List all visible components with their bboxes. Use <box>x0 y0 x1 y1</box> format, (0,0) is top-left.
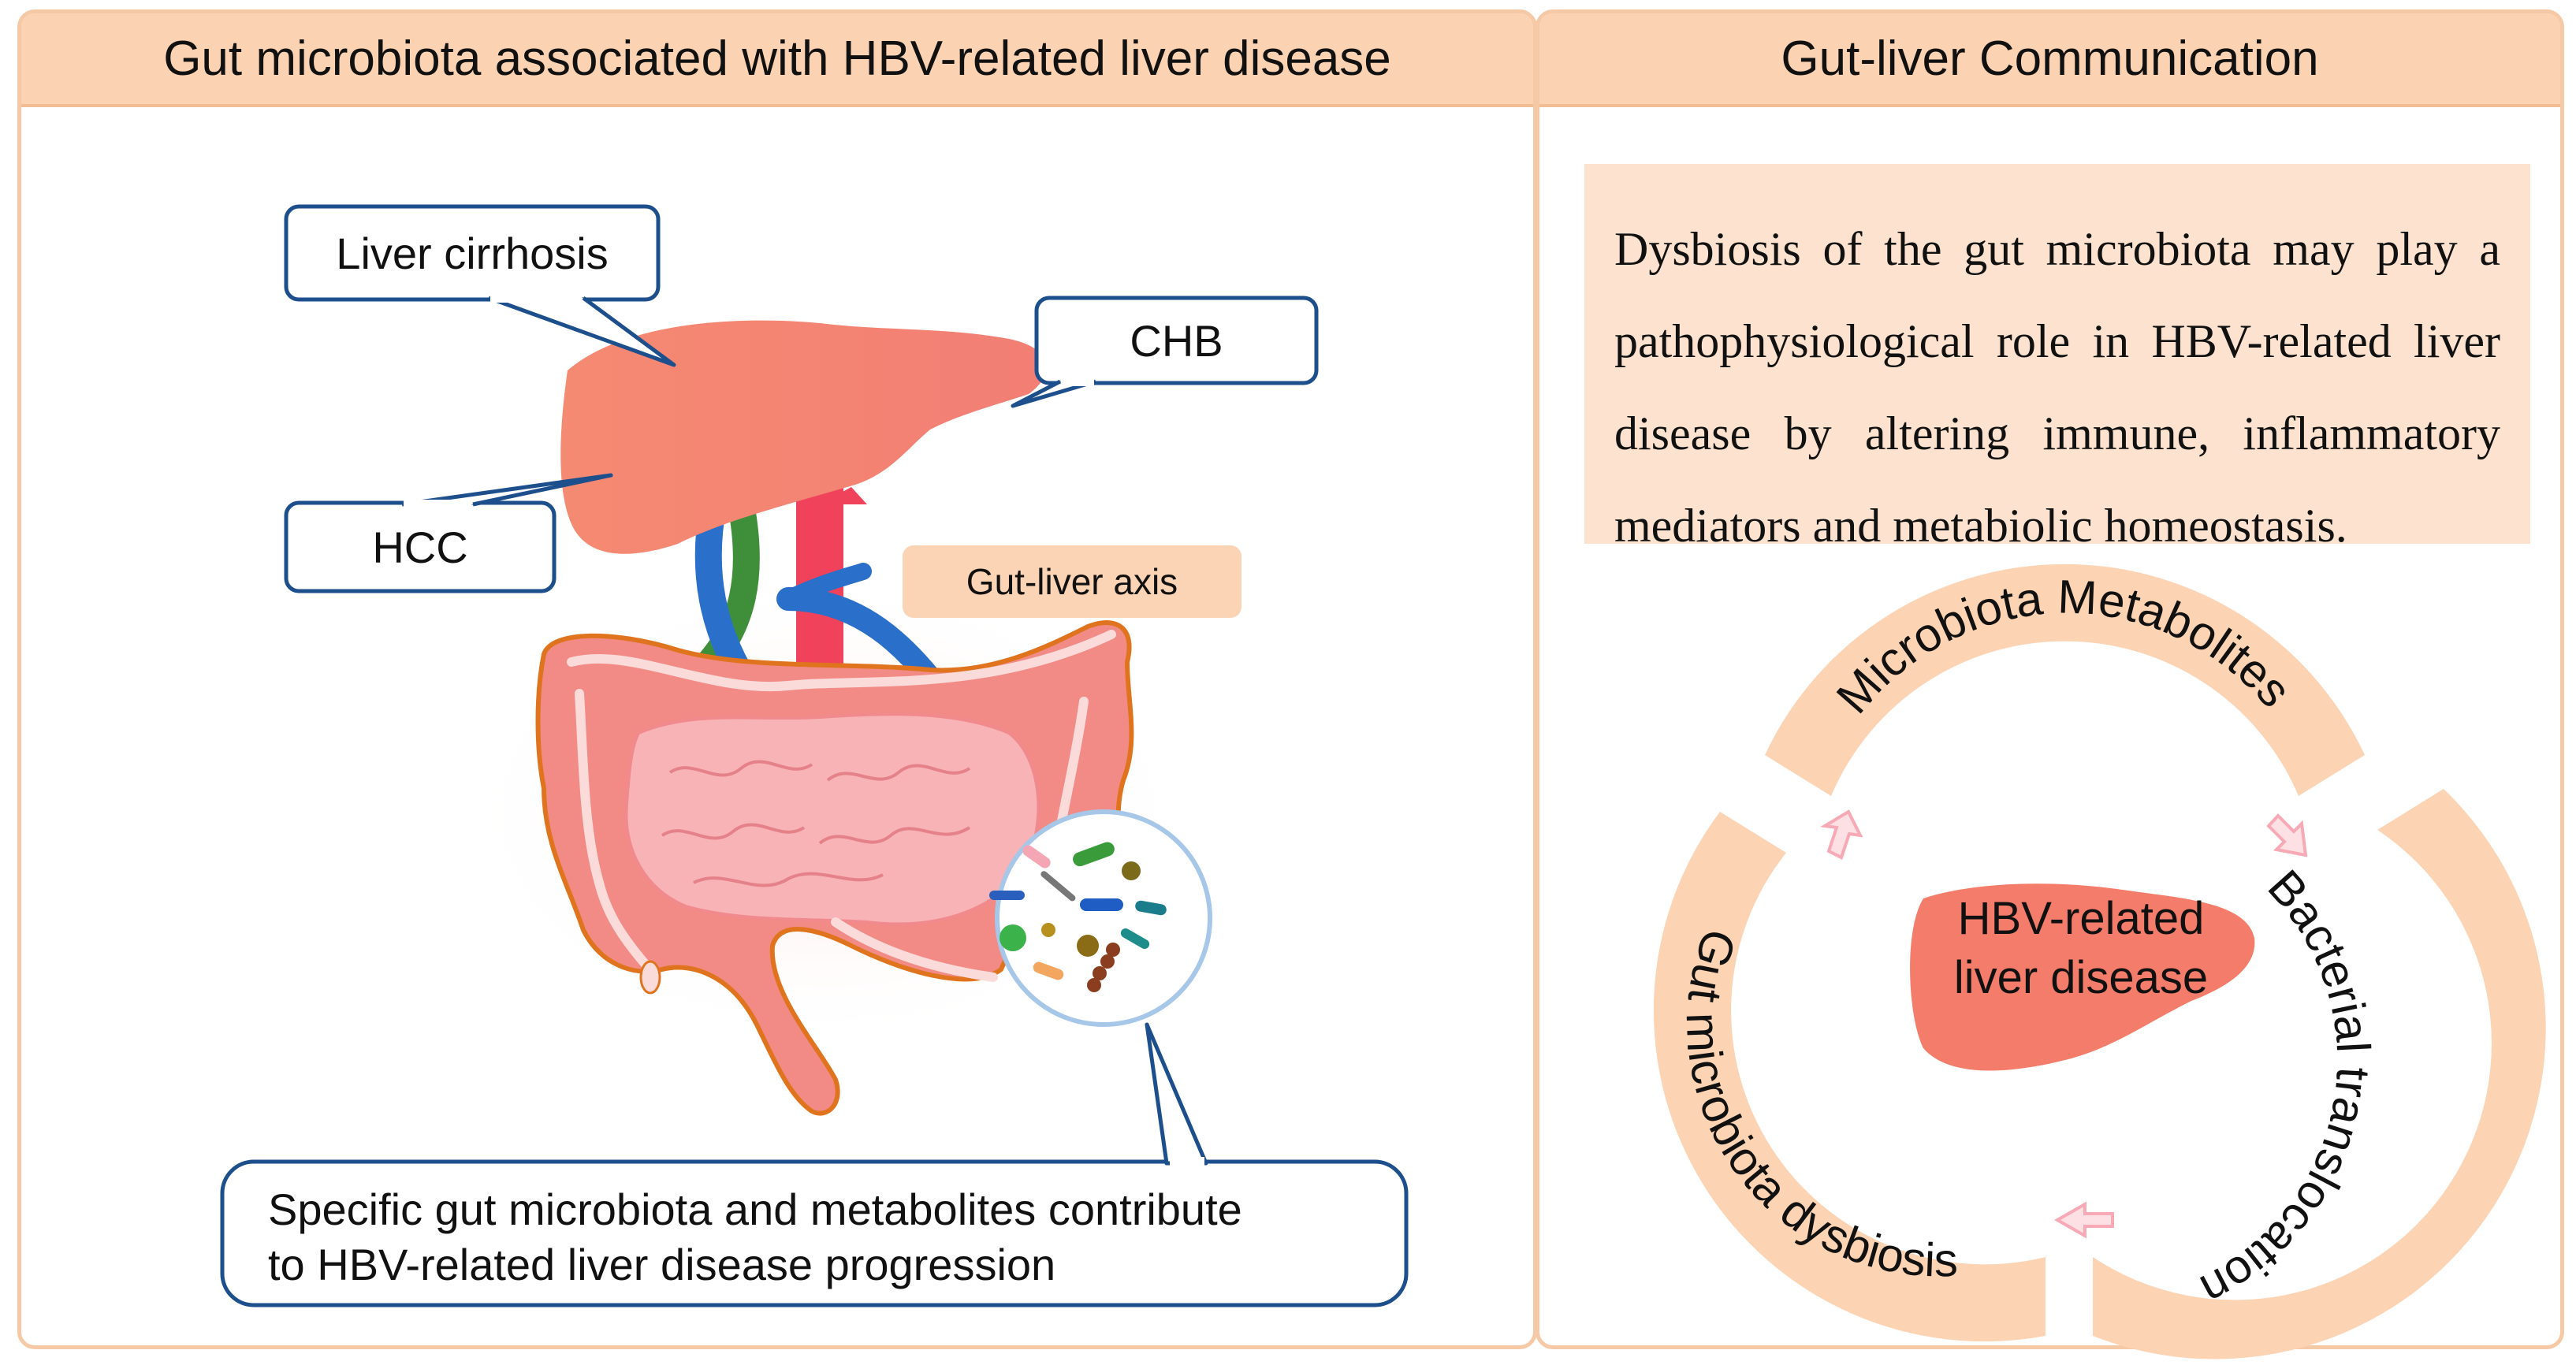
callout-hcc <box>284 473 613 593</box>
description-box: Dysbiosis of the gut microbiota may play… <box>1584 164 2530 552</box>
center-label-line2: liver disease <box>1954 952 2208 1003</box>
vein-connector <box>780 563 872 608</box>
bottom-callout-line1: Specific gut microbiota and metabolites … <box>268 1185 1242 1234</box>
hcc-label: HCC <box>372 522 468 572</box>
ring-segment-right <box>2093 789 2546 1359</box>
bottom-callout-text: Specific gut microbiota and metabolites … <box>268 1182 1387 1292</box>
left-panel: Gut microbiota associated with HBV-relat… <box>17 9 1537 1349</box>
right-panel: Gut-liver Communication <box>1536 9 2564 1349</box>
center-liver <box>1910 883 2255 1071</box>
center-label-line1: HBV-related <box>1958 893 2205 944</box>
right-panel-title: Gut-liver Communication <box>1539 13 2560 107</box>
sigmoid-tube <box>831 917 998 982</box>
artery-branch <box>820 487 867 504</box>
arrow-translocation-to-dysbiosis <box>2053 1201 2114 1239</box>
appendix <box>575 689 651 970</box>
ring-segment-left <box>1653 812 2046 1342</box>
intestine-folds <box>661 760 971 887</box>
appendix-tip <box>639 960 661 995</box>
ring-segment-top <box>1765 563 2365 796</box>
arrow-metabolites-to-translocation <box>2266 813 2308 857</box>
gut-liver-axis-box <box>903 545 1241 618</box>
gut-liver-axis-label: Gut-liver axis <box>966 561 1178 602</box>
colon-tube <box>567 630 1116 692</box>
liver-cirrhosis-label: Liver cirrhosis <box>336 228 609 278</box>
callout-chb <box>1011 296 1319 408</box>
callout-liver-cirrhosis <box>284 204 676 367</box>
bacteria-cluster <box>989 842 1167 992</box>
ring-segments <box>1653 563 2546 1359</box>
chb-label: CHB <box>1130 315 1223 366</box>
bottom-callout-line2: to HBV-related liver disease progression <box>268 1240 1056 1289</box>
arrow-dysbiosis-to-metabolites <box>1820 809 1863 860</box>
small-intestine <box>624 712 1040 926</box>
callout-bottom <box>220 1022 1409 1307</box>
left-panel-title: Gut microbiota associated with HBV-relat… <box>21 13 1533 107</box>
cycle-arrows <box>1820 809 2308 1239</box>
liver-shape <box>560 320 1047 554</box>
